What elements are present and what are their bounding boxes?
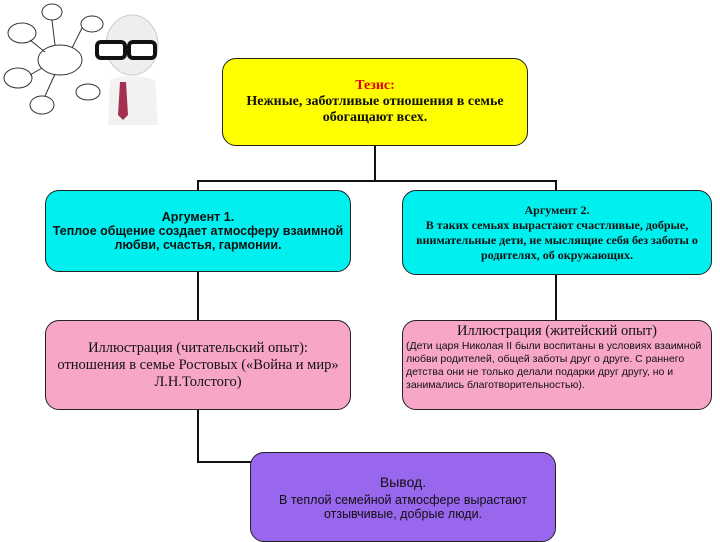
argument2-title: Аргумент 2. (524, 202, 590, 217)
connector (374, 145, 376, 181)
conclusion-box: Вывод. В теплой семейной атмосфере вырас… (250, 452, 556, 542)
thesis-label: Тезис: (355, 78, 395, 93)
argument1-text: Теплое общение создает атмосферу взаимно… (52, 224, 344, 252)
conclusion-text: В теплой семейной атмосфере вырастают от… (279, 492, 527, 521)
thesis-box: Тезис: Нежные, заботливые отношения в се… (222, 58, 528, 146)
illustration2-box: Иллюстрация (житейский опыт) (Дети царя … (402, 320, 712, 410)
argument1-box: Аргумент 1. Теплое общение создает атмос… (45, 190, 351, 272)
conclusion-title: Вывод. (379, 473, 427, 490)
illustration2-title: Иллюстрация (житейский опыт) (457, 323, 657, 339)
illustration1-title: Иллюстрация (читательский опыт): (88, 339, 308, 356)
illustration2-text: (Дети царя Николая II были воспитаны в у… (406, 340, 702, 392)
argument1-title: Аргумент 1. (161, 210, 235, 224)
thinking-man-with-clouds-icon (0, 0, 160, 125)
illustration1-text: отношения в семье Ростовых («Война и мир… (57, 356, 339, 390)
connector (197, 180, 557, 182)
argument2-box: Аргумент 2. В таких семьях вырастают сча… (402, 190, 712, 275)
argument2-text: В таких семьях вырастают счастливые, доб… (416, 217, 698, 262)
illustration1-box: Иллюстрация (читательский опыт): отношен… (45, 320, 351, 410)
connector (197, 461, 251, 463)
thesis-text: Нежные, заботливые отношения в семье обо… (246, 94, 504, 125)
